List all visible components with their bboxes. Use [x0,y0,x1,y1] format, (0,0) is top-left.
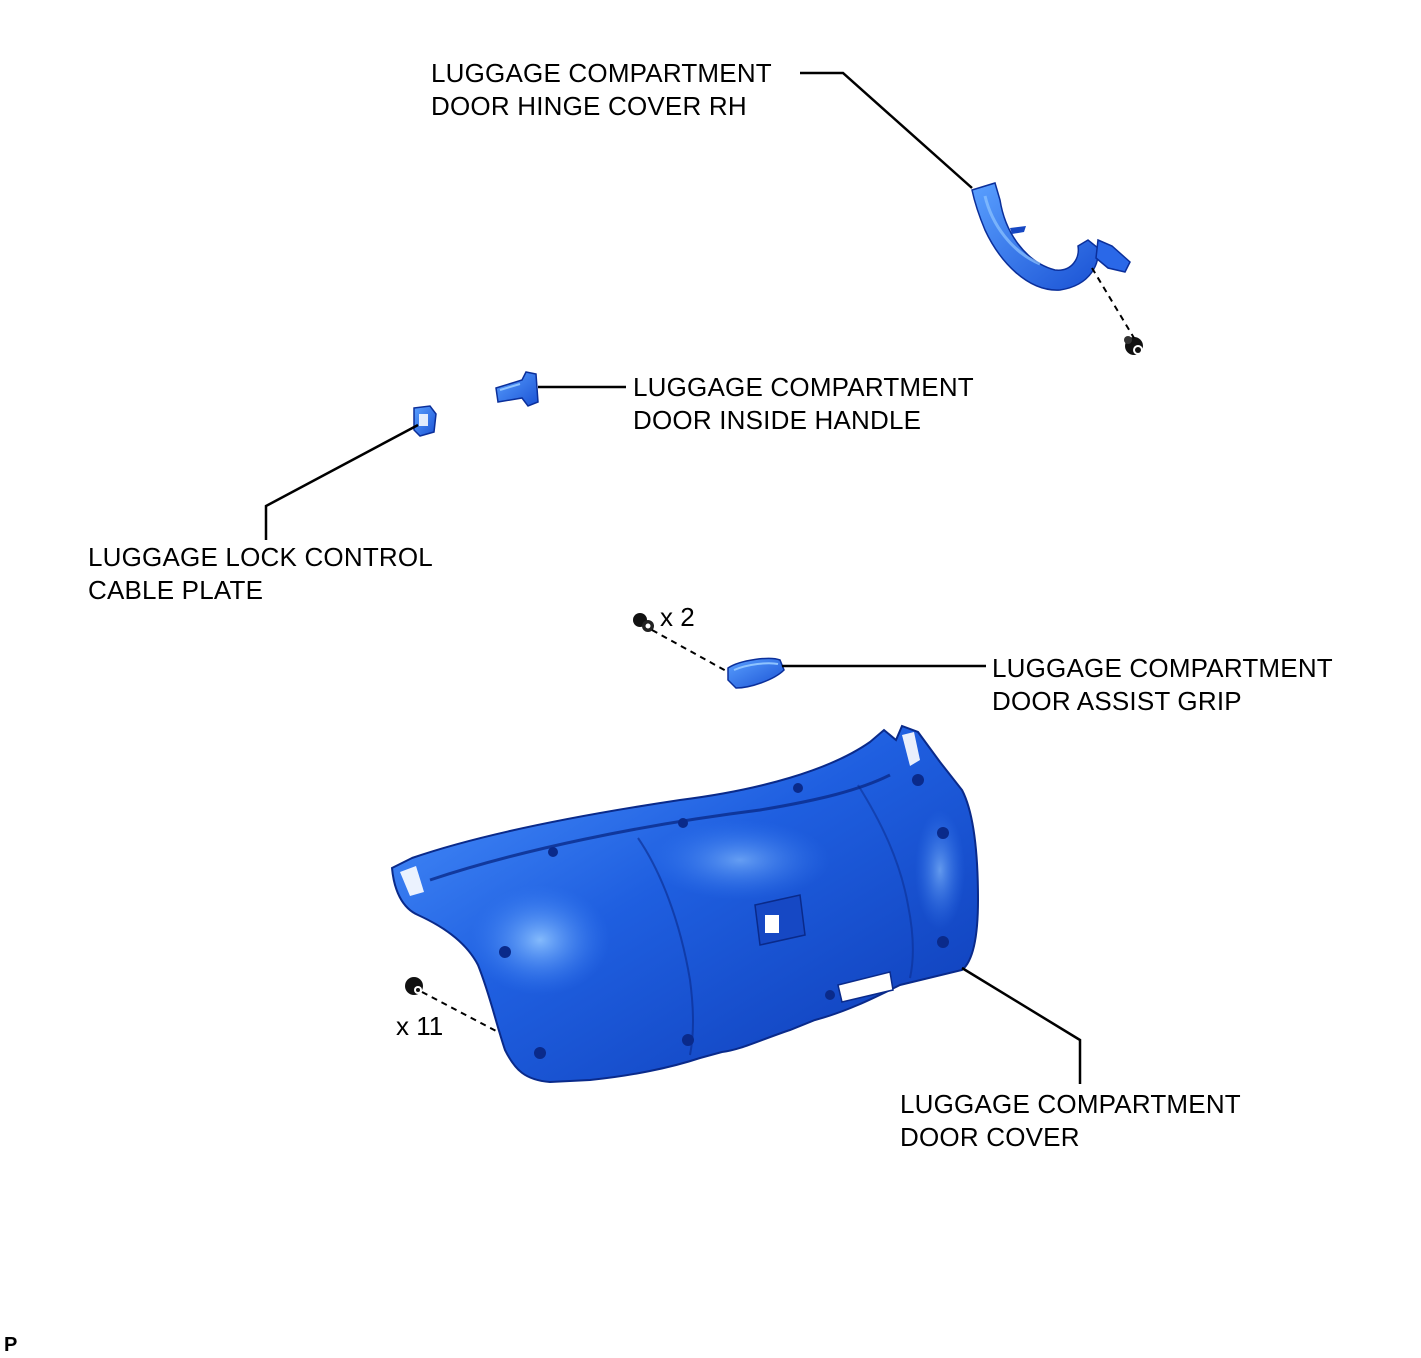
leader-cable-plate [264,423,419,540]
label-cable-plate-line2: CABLE PLATE [88,575,264,605]
label-hinge-cover-line1: LUGGAGE COMPARTMENT [431,58,772,88]
hinge-cover-rh-part [971,182,1131,291]
label-assist-grip-line2: DOOR ASSIST GRIP [992,686,1242,716]
label-door-cover-line1: LUGGAGE COMPARTMENT [900,1089,1241,1119]
label-inside-handle: LUGGAGE COMPARTMENT DOOR INSIDE HANDLE [633,371,974,437]
label-door-cover-line2: DOOR COVER [900,1122,1080,1152]
cover-clip [405,977,423,995]
label-cable-plate-line1: LUGGAGE LOCK CONTROL [88,542,433,572]
assist-grip-part [727,657,785,689]
label-cable-plate: LUGGAGE LOCK CONTROL CABLE PLATE [88,541,433,607]
leader-hinge-cover [800,71,973,189]
label-inside-handle-line2: DOOR INSIDE HANDLE [633,405,922,435]
label-door-cover: LUGGAGE COMPARTMENT DOOR COVER [900,1088,1241,1154]
inside-handle-part [495,371,539,407]
label-hinge-cover-line2: DOOR HINGE COVER RH [431,91,747,121]
dash-cover-clip [421,991,499,1033]
dash-hinge-clip [1091,267,1135,339]
qty-cover-clips: x 11 [396,1011,444,1041]
qty-grip-clips: x 2 [660,602,695,632]
label-inside-handle-line1: LUGGAGE COMPARTMENT [633,372,974,402]
grip-clip [633,613,654,632]
door-cover-part [390,724,980,1084]
label-assist-grip: LUGGAGE COMPARTMENT DOOR ASSIST GRIP [992,652,1333,718]
dash-grip-clip [651,629,729,673]
label-assist-grip-line1: LUGGAGE COMPARTMENT [992,653,1333,683]
hinge-clip [1124,336,1143,355]
label-hinge-cover: LUGGAGE COMPARTMENT DOOR HINGE COVER RH [431,57,772,123]
leader-door-cover [961,966,1082,1084]
corner-mark: P [4,1334,18,1356]
cable-plate-part [413,405,437,437]
